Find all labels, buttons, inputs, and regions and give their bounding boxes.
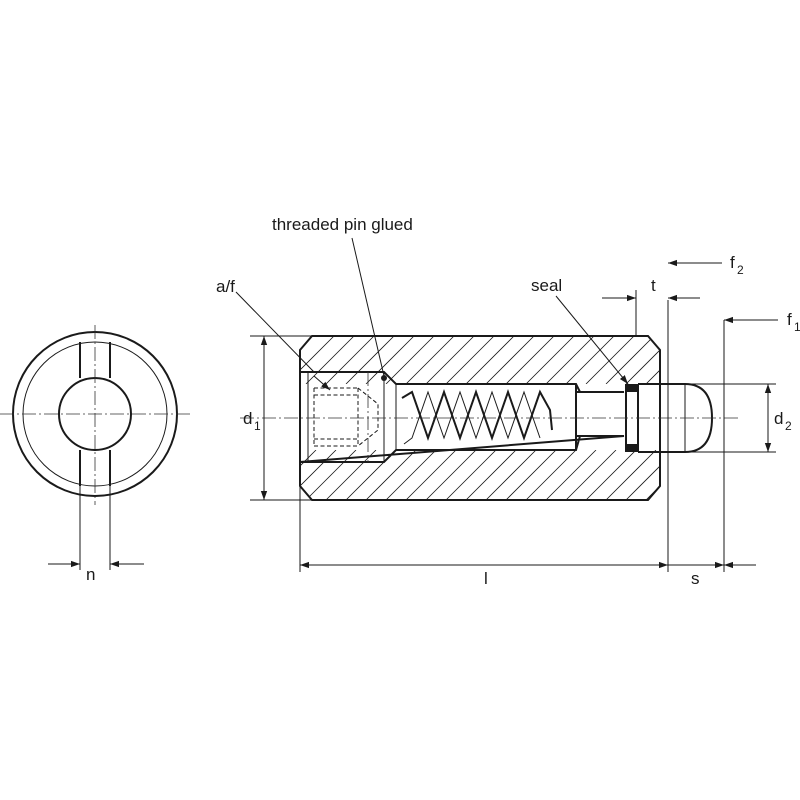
f2-label: f: [730, 253, 735, 272]
f1-subscript: 1: [794, 320, 800, 334]
section-view: [240, 335, 740, 501]
seal-label: seal: [531, 276, 562, 295]
d2-subscript: 2: [785, 419, 792, 433]
l-label: l: [484, 569, 488, 588]
hatch-top: [300, 336, 660, 384]
end-view: n: [0, 325, 190, 584]
s-label: s: [691, 569, 700, 588]
f1-label: f: [787, 310, 792, 329]
hex-slot: [79, 342, 111, 486]
threaded-pin-label: threaded pin glued: [272, 215, 413, 234]
t-label: t: [651, 276, 656, 295]
d1-label: d: [243, 409, 252, 428]
body-outline: [299, 335, 661, 501]
dimensions: d 1 d 2 l s t f 2 f 1 a/: [216, 215, 800, 588]
threaded-pin: [307, 372, 379, 462]
af-label: a/f: [216, 277, 235, 296]
hatch-bottom: [300, 450, 660, 500]
n-label: n: [86, 565, 95, 584]
f2-subscript: 2: [737, 263, 744, 277]
d2-label: d: [774, 409, 783, 428]
spring: [401, 388, 553, 442]
d1-subscript: 1: [254, 419, 261, 433]
